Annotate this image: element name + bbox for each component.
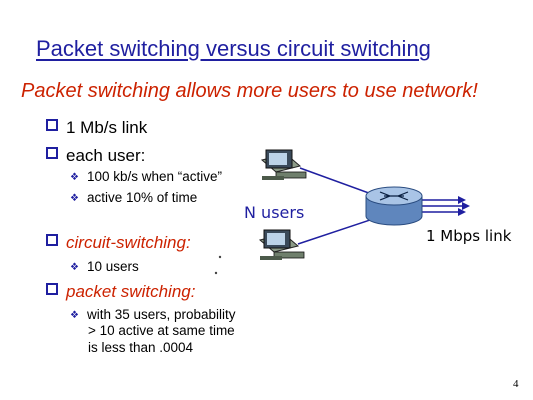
page-number: 4 xyxy=(513,378,519,390)
arrowhead-icon xyxy=(458,196,466,204)
bullet-link: 1 Mb/s link xyxy=(46,118,147,138)
sub-bullet-active-rate: ❖ 100 kb/s when “active” xyxy=(70,168,222,186)
bullet-packet-switching: packet switching: xyxy=(46,282,195,302)
link-label: 1 Mbps link xyxy=(426,227,512,245)
bullet-packet-text: packet switching: xyxy=(66,282,196,301)
bullet-box-icon xyxy=(46,234,58,246)
computer-icon xyxy=(260,149,307,180)
bullet-circuit-switching: circuit-switching: xyxy=(46,233,191,253)
sub-bullet-packet-probability: ❖ with 35 users, probability xyxy=(70,306,236,324)
diamond-bullet-icon: ❖ xyxy=(70,262,79,273)
bullet-box-icon xyxy=(46,147,58,159)
sub-bullet-text: 100 kb/s when “active” xyxy=(86,169,223,184)
sub-bullet-active-time: ❖ active 10% of time xyxy=(70,189,197,207)
router-icon xyxy=(365,186,423,226)
arrowhead-icon xyxy=(458,208,466,216)
slide-title: Packet switching versus circuit switchin… xyxy=(36,36,431,61)
ellipsis-dot xyxy=(214,271,218,275)
slide-subtitle: Packet switching allows more users to us… xyxy=(21,80,478,102)
computer-icon xyxy=(258,229,305,260)
bullet-link-text: 1 Mb/s link xyxy=(66,118,148,137)
users-label: N users xyxy=(244,203,305,222)
bullet-box-icon xyxy=(46,283,58,295)
sub-bullet-text: with 35 users, probability xyxy=(86,307,236,322)
bullet-each-user: each user: xyxy=(46,146,145,166)
ellipsis-dot xyxy=(218,255,222,259)
diamond-bullet-icon: ❖ xyxy=(70,193,79,204)
arrowhead-icon xyxy=(462,202,470,210)
bullet-each-user-text: each user: xyxy=(66,146,146,165)
sub-bullet-continuation: > 10 active at same time xyxy=(88,323,235,338)
diamond-bullet-icon: ❖ xyxy=(70,310,79,321)
diamond-bullet-icon: ❖ xyxy=(70,172,79,183)
sub-bullet-text: active 10% of time xyxy=(86,190,198,205)
sub-bullet-text: 10 users xyxy=(86,259,139,274)
bullet-circuit-text: circuit-switching: xyxy=(66,233,191,252)
bullet-box-icon xyxy=(46,119,58,131)
sub-bullet-continuation: is less than .0004 xyxy=(88,340,194,355)
sub-bullet-circuit-users: ❖ 10 users xyxy=(70,258,139,276)
